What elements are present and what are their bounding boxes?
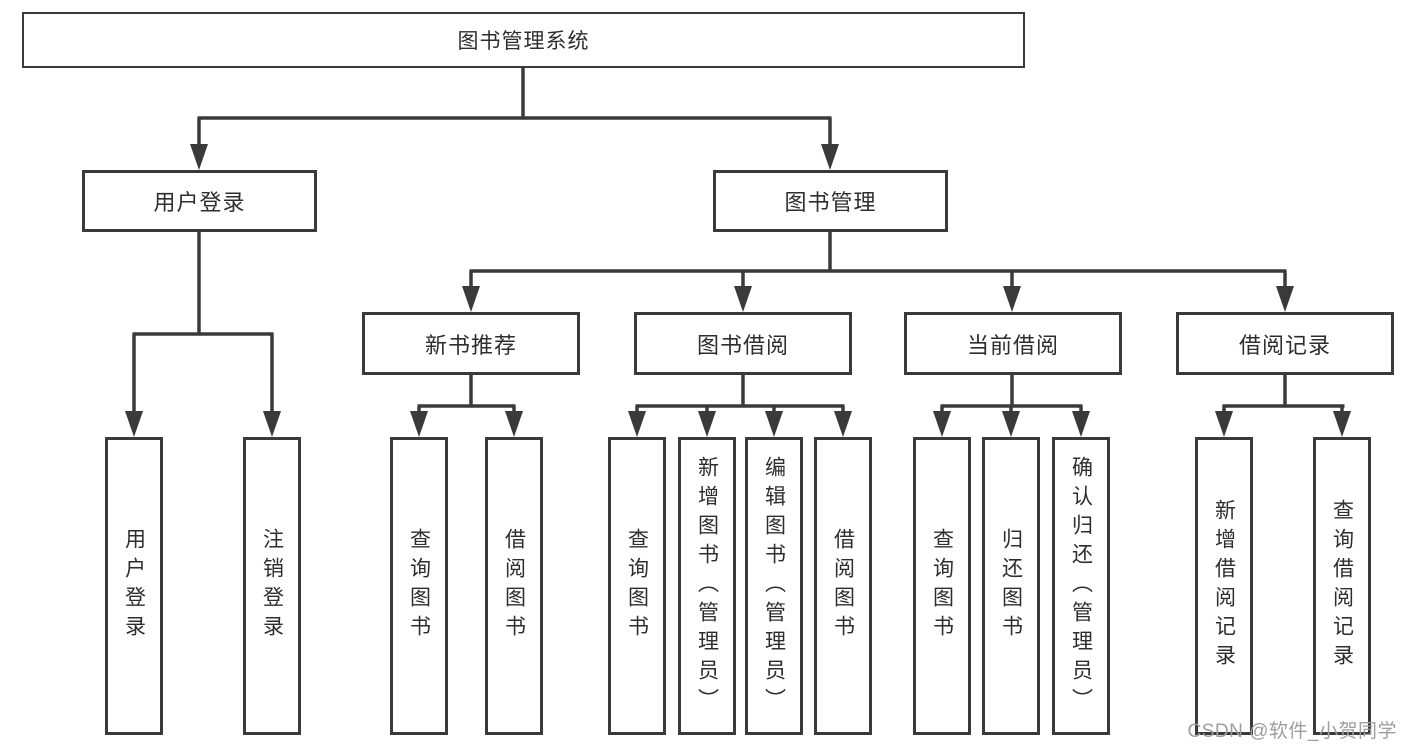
node-leaf-confirm-return-admin: 确认归还（管理员） — [1052, 437, 1110, 735]
node-current-borrow-label: 当前借阅 — [966, 332, 1059, 358]
connectors-user-login — [125, 230, 281, 437]
node-leaf-edit-books-admin: 编辑图书（管理员） — [745, 437, 803, 735]
node-borrow-records: 借阅记录 — [1176, 312, 1394, 375]
node-root-library-system: 图书管理系统 — [22, 12, 1025, 68]
node-book-management-label: 图书管理 — [784, 190, 877, 215]
node-leaf-borrow-books-recommend-label: 借阅图书 — [502, 528, 526, 644]
node-book-management: 图书管理 — [713, 170, 948, 232]
node-leaf-logout: 注销登录 — [243, 437, 301, 735]
connectors-book-borrow — [628, 373, 852, 437]
node-new-book-recommend: 新书推荐 — [362, 312, 580, 375]
node-leaf-query-borrow-record-label: 查询借阅记录 — [1330, 499, 1354, 673]
connectors-borrow-records — [1215, 373, 1351, 437]
connectors-current-borrow — [933, 373, 1090, 437]
node-leaf-query-books-current-label: 查询图书 — [930, 528, 954, 644]
node-leaf-borrow-books: 借阅图书 — [814, 437, 872, 735]
node-leaf-confirm-return-admin-label: 确认归还（管理员） — [1069, 455, 1093, 717]
node-leaf-user-login-label: 用户登录 — [122, 528, 146, 644]
node-book-borrow: 图书借阅 — [634, 312, 852, 375]
connectors-new-book-recommend — [410, 373, 523, 437]
node-leaf-add-borrow-record-label: 新增借阅记录 — [1212, 499, 1236, 673]
node-leaf-return-books-label: 归还图书 — [999, 528, 1023, 644]
node-leaf-user-login: 用户登录 — [105, 437, 163, 735]
node-leaf-add-books-admin: 新增图书（管理员） — [678, 437, 736, 735]
node-leaf-return-books: 归还图书 — [982, 437, 1040, 735]
node-leaf-add-books-admin-label: 新增图书（管理员） — [695, 455, 719, 717]
node-leaf-query-books-borrow: 查询图书 — [608, 437, 666, 735]
node-leaf-query-borrow-record: 查询借阅记录 — [1313, 437, 1371, 735]
node-new-book-recommend-label: 新书推荐 — [424, 332, 517, 358]
connectors-root — [190, 66, 839, 170]
node-book-borrow-label: 图书借阅 — [696, 332, 789, 358]
node-user-login: 用户登录 — [82, 170, 317, 232]
node-borrow-records-label: 借阅记录 — [1238, 332, 1331, 358]
node-leaf-query-books-current: 查询图书 — [913, 437, 971, 735]
node-leaf-logout-label: 注销登录 — [260, 528, 284, 644]
node-current-borrow: 当前借阅 — [904, 312, 1122, 375]
node-leaf-query-books-borrow-label: 查询图书 — [625, 528, 649, 644]
node-root-label: 图书管理系统 — [457, 30, 590, 53]
node-leaf-add-borrow-record: 新增借阅记录 — [1195, 437, 1253, 735]
node-user-login-label: 用户登录 — [153, 190, 246, 215]
connectors-book-management — [462, 230, 1294, 312]
node-leaf-query-books-recommend: 查询图书 — [390, 437, 448, 735]
csdn-watermark: CSDN @软件_小贺同学 — [1187, 721, 1397, 742]
node-leaf-edit-books-admin-label: 编辑图书（管理员） — [762, 455, 786, 717]
node-leaf-borrow-books-recommend: 借阅图书 — [485, 437, 543, 735]
node-leaf-borrow-books-label: 借阅图书 — [831, 528, 855, 644]
node-leaf-query-books-recommend-label: 查询图书 — [407, 528, 431, 644]
